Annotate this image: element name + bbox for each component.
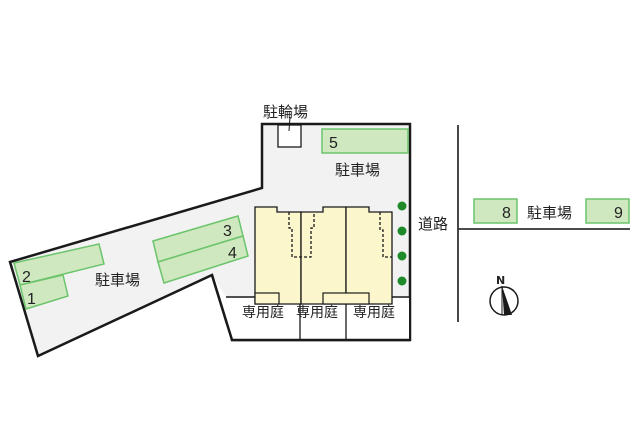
road-label: 道路 — [418, 215, 448, 233]
private-garden-label-1: 専用庭 — [242, 304, 284, 321]
parking-north-label: 駐車場 — [335, 161, 380, 179]
private-garden-label-2: 専用庭 — [296, 304, 338, 321]
private-garden-label-3: 専用庭 — [353, 304, 395, 321]
bicycle-parking-label: 駐輪場 — [263, 103, 308, 121]
unit-1 — [254, 206, 302, 305]
stair-dashed-2 — [379, 212, 392, 258]
tree-icon — [397, 226, 407, 236]
tree-icon — [397, 201, 407, 211]
parking-space-2-label: 2 — [22, 269, 31, 286]
compass-icon: N — [489, 274, 519, 316]
unit-2-step — [322, 292, 370, 305]
parking-space-5-label: 5 — [329, 135, 338, 152]
compass-north-label: N — [496, 274, 505, 287]
unit-3 — [345, 206, 393, 305]
parking-space-1 — [19, 274, 69, 310]
bicycle-parking-leader — [288, 116, 291, 132]
lot-boundary-lower — [210, 274, 410, 342]
unit-2 — [300, 206, 347, 305]
parking-space-1-label: 1 — [27, 291, 36, 308]
parking-space-8-label: 8 — [502, 205, 511, 222]
parking-west-label: 駐車場 — [95, 271, 140, 289]
tree-icon — [397, 276, 407, 286]
parking-space-9-label: 9 — [614, 205, 623, 222]
garden-strip — [226, 298, 409, 339]
parking-space-3-label: 3 — [223, 223, 232, 240]
parking-space-4 — [157, 235, 249, 284]
stair-dashed-1 — [288, 212, 315, 258]
parking-space-8 — [473, 198, 518, 224]
tree-icon — [397, 251, 407, 261]
parking-east-label: 駐車場 — [527, 204, 572, 222]
parking-space-9 — [585, 198, 630, 224]
parking-space-4-label: 4 — [228, 245, 237, 262]
parking-space-2 — [13, 243, 105, 286]
unit-1-step — [254, 292, 280, 305]
parking-space-5 — [321, 128, 409, 154]
building — [254, 206, 393, 305]
